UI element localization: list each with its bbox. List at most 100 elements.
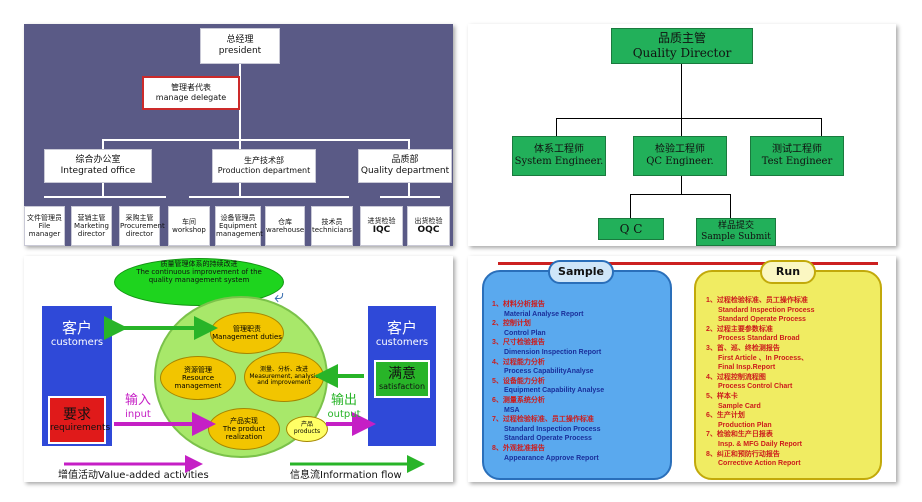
run-item-en: Sample Card — [718, 402, 761, 410]
improvement-en: The continuous improvement of the qualit… — [136, 268, 262, 285]
department-box: 品质部 Quality department — [358, 149, 452, 183]
qc-label: Q C — [619, 221, 643, 236]
measurement-cn: 测量、分析、改进 — [259, 365, 308, 373]
director-cn: 品质主管 — [657, 31, 706, 45]
input-label: 输入 input — [116, 393, 160, 420]
connector-line — [556, 118, 821, 119]
unit-cn: 文件管理员 — [27, 213, 62, 222]
unit-cn: 出货检验 — [414, 216, 443, 225]
unit-en: Procurement director — [120, 221, 165, 239]
sample-item-en: Control Plan — [504, 329, 546, 337]
unit-en: workshop — [172, 226, 206, 234]
unit-cn: 采购主管 — [125, 213, 154, 222]
connector-line — [102, 183, 104, 197]
connector-line — [821, 118, 822, 136]
unit-en: IQC — [372, 224, 391, 235]
run-item-en: Production Plan — [718, 421, 772, 429]
unit-cn: 技术员 — [321, 217, 343, 226]
process-model-panel: 质量管理体系的持续改进 The continuous improvement o… — [24, 256, 453, 482]
customer-left-en: customers — [50, 337, 104, 349]
sample-item-en: Material Analyse Report — [504, 310, 584, 318]
unit-cn: 营销主管 — [77, 213, 106, 222]
connector-line — [630, 194, 631, 218]
sample-item-en: Appearance Approve Report — [504, 454, 599, 462]
cycle-arrow-icon: ⤶ — [274, 286, 285, 307]
sample-submit-en: Sample Submit — [701, 232, 771, 242]
products-cn: 产品 — [300, 421, 313, 429]
sample-title-pill: Sample — [548, 260, 614, 284]
delegate-en: manage delegate — [155, 93, 227, 102]
input-en: input — [125, 408, 151, 420]
output-en: output — [327, 408, 361, 420]
realization-cn: 产品实现 — [230, 416, 258, 425]
requirements-en: requirements — [50, 422, 111, 433]
management-ellipse: 管理职责 Management duties — [210, 312, 284, 354]
unit-cn: 车间 — [182, 217, 196, 226]
products-ellipse: 产品 products — [286, 416, 328, 442]
connector-line — [102, 139, 408, 141]
department-cn: 综合办公室 — [75, 155, 121, 166]
output-cn: 输出 — [330, 393, 357, 408]
unit-en: technicians — [312, 226, 352, 234]
connector-line — [239, 64, 241, 139]
customer-left-cn: 客户 — [61, 319, 92, 337]
resource-cn: 资源管理 — [184, 365, 212, 374]
divider-line — [498, 262, 878, 265]
run-item-cn: 7、检验和生产日报表 — [706, 431, 773, 439]
sample-submit-cn: 样品提交 — [717, 220, 754, 231]
resource-ellipse: 资源管理 Resource management — [160, 356, 236, 400]
connector-line — [239, 139, 241, 149]
department-box: 生产技术部 Production department — [212, 149, 316, 183]
unit-cn: 进货检验 — [367, 216, 396, 225]
run-item-cn: 8、纠正和预防行动报告 — [706, 450, 780, 458]
arrow-layer — [64, 316, 425, 473]
input-cn: 输入 — [124, 393, 151, 408]
director-en: Quality Director — [632, 46, 732, 60]
unit-en: File manager — [28, 221, 61, 239]
improvement-text: 质量管理体系的持续改进 The continuous improvement o… — [126, 260, 272, 284]
output-label: 输出 output — [322, 393, 366, 420]
satisfaction-box: 满意 satisfaction — [374, 360, 430, 398]
requirements-box: 要求 requirements — [48, 396, 111, 444]
engineer-en: QC Engineer. — [646, 156, 714, 167]
customer-right-label: 客户 customers — [368, 319, 436, 349]
president-cn: 总经理 — [226, 35, 254, 46]
connector-line — [730, 194, 731, 218]
unit-en: warehouse — [266, 226, 305, 234]
sample-item-cn: 8、外观批准报告 — [492, 444, 545, 452]
engineer-box: 检验工程师 QC Engineer. — [633, 136, 727, 176]
run-item-en: Standard Inspection Process — [718, 306, 815, 314]
run-item-en: First Article 、In Process、 — [718, 354, 808, 362]
connector-line — [189, 196, 349, 198]
department-en: Integrated office — [60, 166, 136, 176]
company-org-chart-panel: 总经理 president 管理者代表 manage delegate 综合办公… — [24, 24, 453, 246]
connector-line — [681, 176, 682, 194]
realization-en: The product realization — [222, 424, 266, 442]
value-added-label: 增值活动Value-added activities — [58, 470, 209, 481]
connector-line — [102, 139, 104, 149]
delegate-cn: 管理者代表 — [171, 83, 211, 93]
department-box: 综合办公室 Integrated office — [44, 149, 152, 183]
engineer-cn: 测试工程师 — [772, 143, 822, 155]
run-item-cn: 5、样本卡 — [706, 392, 738, 400]
management-cn: 管理职责 — [233, 324, 261, 333]
resource-en: Resource management — [174, 373, 222, 391]
customer-left-label: 客户 customers — [42, 319, 112, 349]
delegate-box: 管理者代表 manage delegate — [142, 76, 240, 110]
sample-item-en: Equipment Capability Analyse — [504, 387, 605, 395]
sample-item-cn: 3、尺寸检验报告 — [492, 339, 545, 347]
products-en: products — [293, 428, 321, 435]
connector-line — [630, 194, 730, 195]
information-flow-label: 信息流Information flow — [290, 470, 402, 481]
satisfaction-en: satisfaction — [378, 382, 426, 392]
sample-item-cn: 1、材料分析报告 — [492, 301, 545, 308]
customer-right-en: customers — [375, 337, 429, 349]
run-item-en: Process Control Chart — [718, 383, 793, 391]
run-item-cn: 4、过程控制流程图 — [706, 373, 766, 381]
run-item-cn: 1、过程检验标准、员工操作标准 — [706, 297, 808, 304]
sample-item-cn: 4、过程能力分析 — [492, 358, 545, 366]
